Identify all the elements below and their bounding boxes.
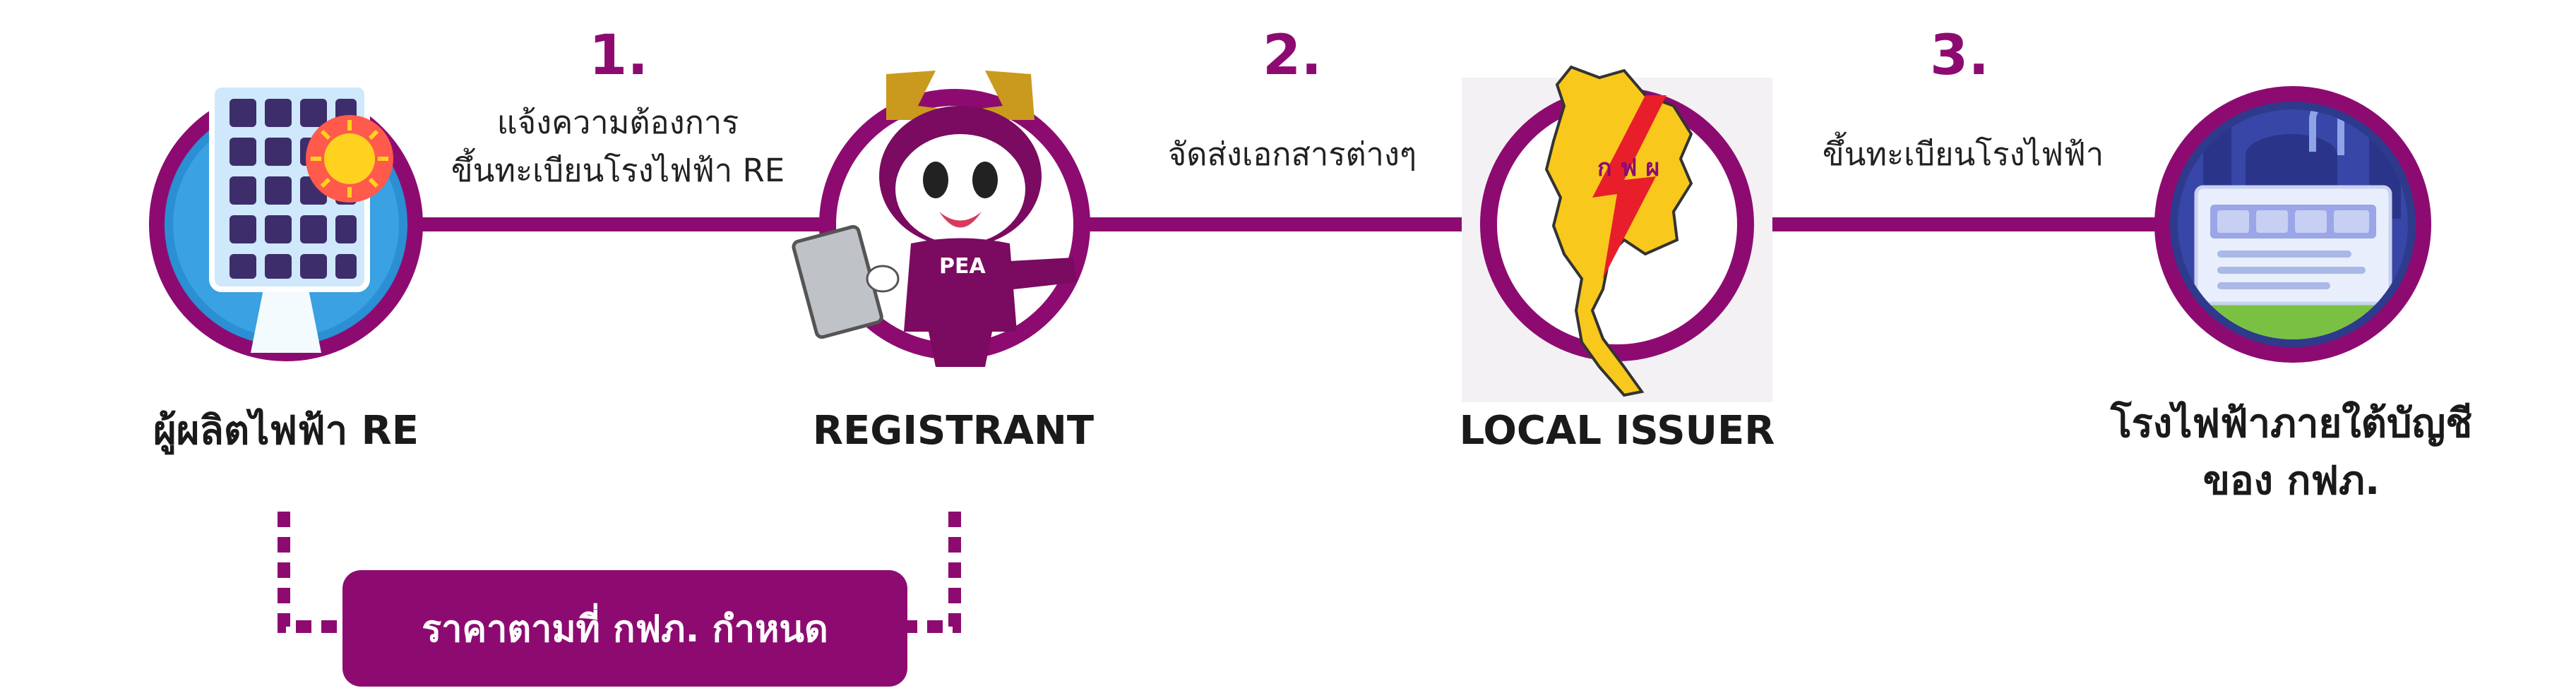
thailand-map-icon [1462,65,1772,402]
pea-mascot-icon [792,71,1090,367]
step-3-description: ขึ้นทะเบียนโรงไฟฟ้า [1822,135,2104,173]
node-label-power-plant-line-2: ของ กฟภ. [2202,458,2380,505]
node-label-local-issuer: LOCAL ISSUER [1459,408,1775,454]
power-plant-icon [2154,86,2431,363]
pea-badge: PEA [939,254,986,279]
node-label-producer: ผู้ผลิตไฟฟ้า RE [153,408,419,454]
egat-badge: ก ฟ ผ [1597,154,1660,182]
price-bracket [278,512,961,633]
price-box: ราคาตามที่ กฟภ. กำหนด [342,570,907,687]
step-1-line-2: ขึ้นทะเบียนโรงไฟฟ้า RE [451,151,785,189]
step-2-number: 2. [1263,24,1322,87]
solar-panel-icon [149,82,423,361]
node-label-registrant: REGISTRANT [812,408,1095,454]
node-label-power-plant-line-1: โรงไฟฟ้าภายใต้บัญชี [2110,401,2473,447]
step-1-description: แจ้งความต้องการ ขึ้นทะเบียนโรงไฟฟ้า RE [431,99,805,194]
step-3-number: 3. [1930,24,1989,87]
step-1-line-1: แจ้งความต้องการ [496,104,739,141]
step-2-description: จัดส่งเอกสารต่างๆ [1167,135,1417,173]
step-1-number: 1. [589,24,648,87]
node-label-power-plant: โรงไฟฟ้าภายใต้บัญชี ของ กฟภ. [2062,395,2521,509]
